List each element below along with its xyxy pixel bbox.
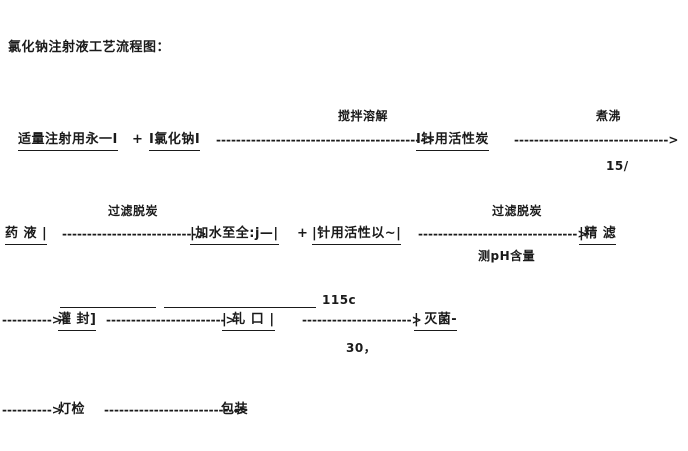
label-measure-ph: 测pH含量 <box>478 249 536 263</box>
label-temperature-115c: 115c <box>322 293 357 307</box>
arrow-dissolve: ----------------------------------------… <box>216 133 436 147</box>
arrow-boil: -------------------------------> <box>514 133 679 147</box>
arrow-to-filling: ----------> <box>2 313 62 327</box>
arrow-to-inspection: ----------> <box>2 403 62 417</box>
label-stir-dissolve: 搅拌溶解 <box>338 109 389 123</box>
node-sterilization: | 灭菌- <box>414 312 458 331</box>
node-light-inspection: 灯检 <box>58 402 86 417</box>
overline-1 <box>60 307 156 308</box>
diagram-title: 氯化钠注射液工艺流程图： <box>8 40 171 55</box>
node-injection-water: 适量注射用永一I <box>18 132 118 151</box>
node-packaging: 包装 <box>221 402 249 417</box>
node-fine-filtration: |精 滤 <box>579 226 617 245</box>
label-boil: 煮沸 <box>596 109 622 123</box>
node-capping: | 轧 口 | <box>222 312 275 331</box>
plus-sign-1: + <box>132 132 144 147</box>
label-time-30: 30， <box>346 341 377 355</box>
overline-2 <box>164 307 316 308</box>
arrow-to-packaging: ---------------------------> <box>104 403 249 417</box>
label-boil-time: 15/ <box>606 159 629 173</box>
arrow-filter-1: ---------------------------> <box>62 227 207 241</box>
node-add-water: |加水至全:j—| <box>190 226 279 245</box>
node-filling-sealing: 灌 封] <box>58 312 97 331</box>
label-filter-decarbon-2: 过滤脱炭 <box>492 204 543 218</box>
node-activated-carbon: I针用活性炭 <box>416 132 489 151</box>
arrow-to-capping: ------------------------> <box>106 313 236 327</box>
node-sodium-chloride: I氯化钠I <box>149 132 201 151</box>
arrow-filter-2: --------------------------------> <box>418 227 588 241</box>
label-filter-decarbon-1: 过滤脱炭 <box>108 204 159 218</box>
node-drug-liquid: 药 液 | <box>5 226 48 245</box>
arrow-to-sterilize: ----------------------> <box>302 313 422 327</box>
plus-sign-2: + <box>297 226 309 241</box>
node-activated-carbon-2: |针用活性以~| <box>312 226 402 245</box>
